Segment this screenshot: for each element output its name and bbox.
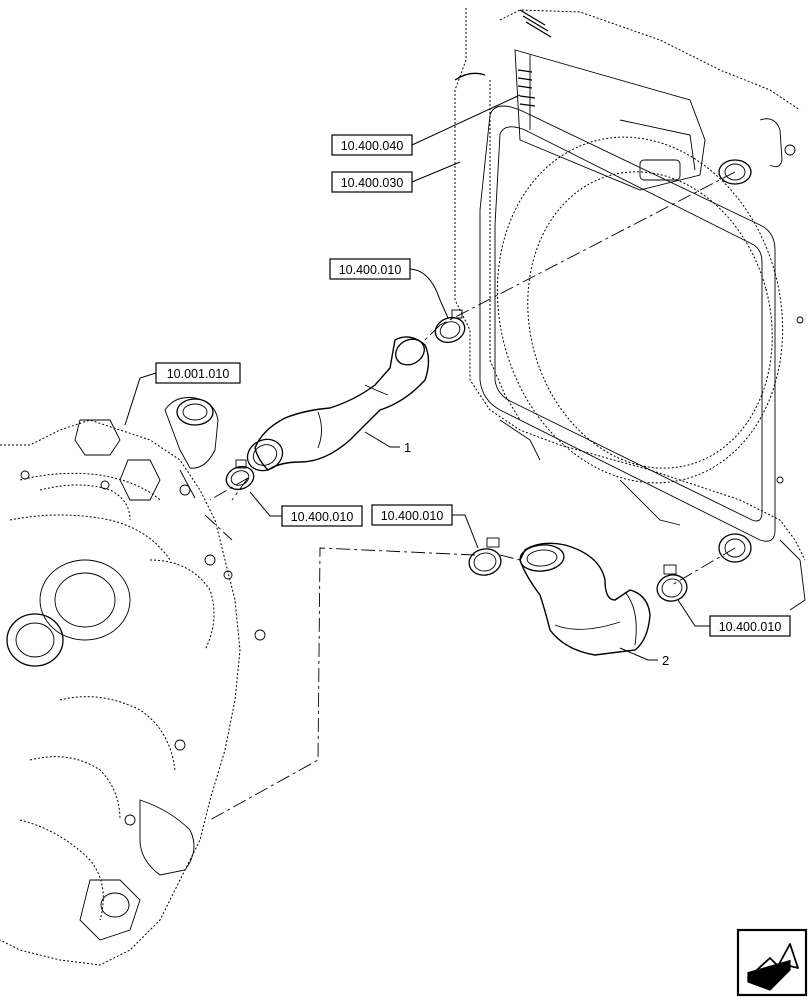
hose-clamp-lower-right — [656, 564, 688, 602]
ref-label-text: 10.400.010 — [339, 263, 402, 277]
ref-label-text: 10.400.010 — [291, 510, 354, 524]
radiator-assembly — [454, 8, 806, 611]
ref-label-text: 10.400.010 — [381, 509, 444, 523]
ref-label-radiator-upper[interactable]: 10.400.040 — [331, 134, 413, 156]
item-number-2: 2 — [619, 647, 669, 668]
hose-clamp-top — [434, 309, 466, 344]
ref-label-clamp-engine[interactable]: 10.400.010 — [281, 505, 363, 527]
ref-label-text: 10.400.030 — [341, 176, 404, 190]
engine-assembly — [0, 397, 266, 966]
item-number-text: 2 — [662, 653, 669, 668]
ref-label-text: 10.400.010 — [719, 620, 782, 634]
ref-label-radiator-lower[interactable]: 10.400.030 — [331, 171, 413, 193]
hose-clamp-engine — [225, 459, 255, 491]
radiator-fittings — [454, 9, 552, 107]
next-page-arrow-icon[interactable] — [736, 928, 808, 997]
item-number-text: 1 — [404, 440, 411, 455]
ref-label-clamp-lower-right[interactable]: 10.400.010 — [709, 615, 791, 637]
ref-label-text: 10.001.010 — [167, 367, 230, 381]
ref-label-clamp-top[interactable]: 10.400.010 — [329, 258, 411, 280]
hose-1 — [246, 336, 430, 472]
ref-label-clamp-lower-left[interactable]: 10.400.010 — [371, 504, 453, 526]
hose-clamp-lower-left — [468, 537, 502, 576]
item-number-1: 1 — [364, 431, 411, 455]
ref-label-engine[interactable]: 10.001.010 — [155, 362, 241, 384]
hose-2 — [519, 542, 651, 656]
ref-label-text: 10.400.040 — [341, 139, 404, 153]
alignment-lines — [204, 171, 736, 821]
